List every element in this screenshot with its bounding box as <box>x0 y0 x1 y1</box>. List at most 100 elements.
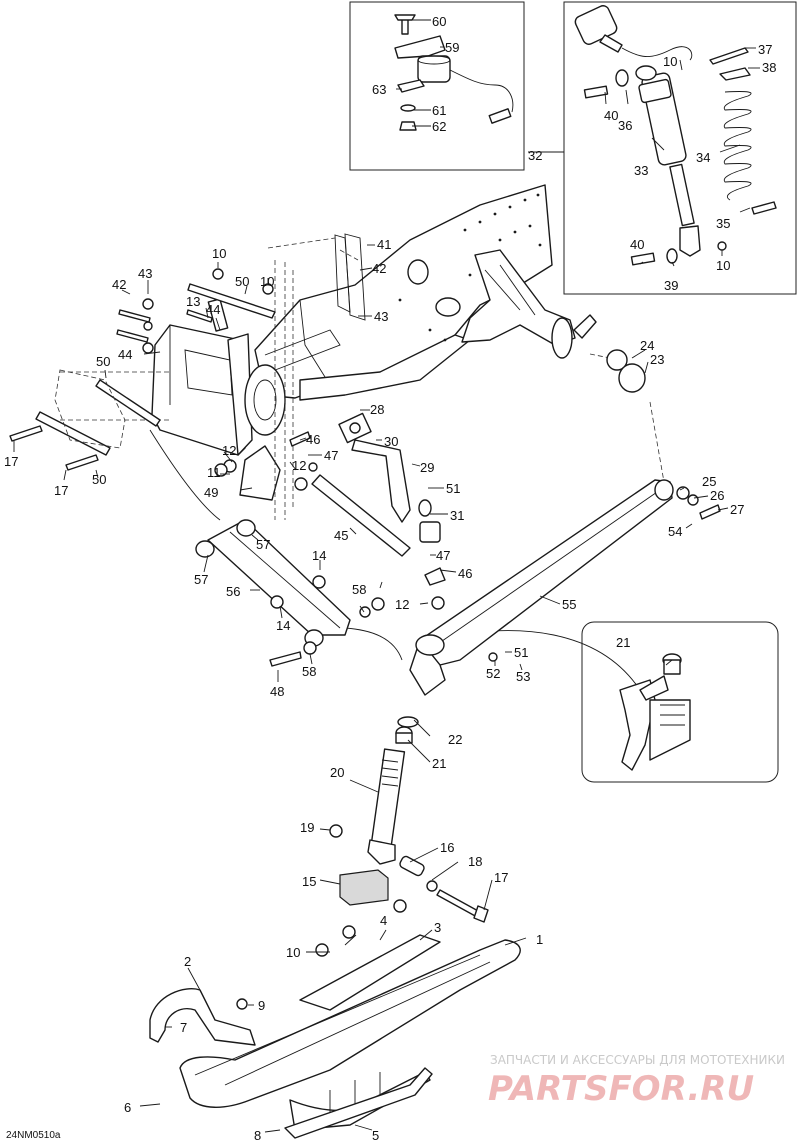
leader-lines <box>13 19 760 1133</box>
callout-42-left: 42 <box>112 277 126 292</box>
callout-3: 3 <box>434 920 441 935</box>
callout-17-ski: 17 <box>494 870 508 885</box>
callout-62: 62 <box>432 119 446 134</box>
callout-23: 23 <box>650 352 664 367</box>
callout-8: 8 <box>254 1128 261 1143</box>
callout-40-bottom: 40 <box>630 237 644 252</box>
callout-14-bottom: 14 <box>276 618 290 633</box>
callout-12-b: 12 <box>292 458 306 473</box>
inset-box-detail <box>581 621 779 783</box>
callout-42-right: 42 <box>372 261 386 276</box>
callout-21: 21 <box>432 756 446 771</box>
callout-50-left: 50 <box>96 354 110 369</box>
callout-12-a: 12 <box>222 443 236 458</box>
callout-34: 34 <box>696 150 710 165</box>
callout-2: 2 <box>184 954 191 969</box>
callout-38: 38 <box>762 60 776 75</box>
callout-46-top: 46 <box>306 432 320 447</box>
ski-cushion <box>339 869 389 906</box>
ski-saddle <box>299 934 441 1011</box>
drawing-reference-code: 24NM0510a <box>6 1130 61 1141</box>
callout-17-a: 17 <box>4 454 18 469</box>
callout-33: 33 <box>634 163 648 178</box>
callout-27: 27 <box>730 502 744 517</box>
nuts-misc <box>142 268 699 1010</box>
callout-35: 35 <box>716 216 730 231</box>
callout-50-bottom: 50 <box>92 472 106 487</box>
callout-10-shock-bottom: 10 <box>716 258 730 273</box>
callout-22: 22 <box>448 732 462 747</box>
callout-28: 28 <box>370 402 384 417</box>
callout-31: 31 <box>450 508 464 523</box>
callout-51-top: 51 <box>446 481 460 496</box>
callout-53: 53 <box>516 669 530 684</box>
callout-9: 9 <box>258 998 265 1013</box>
callout-11: 11 <box>207 465 221 480</box>
inset-box-shock <box>563 1 797 295</box>
watermark-logo: PARTSFOR.RU <box>488 1069 754 1109</box>
wear-bar <box>284 1067 433 1139</box>
callout-32: 32 <box>528 148 542 163</box>
callout-15: 15 <box>302 874 316 889</box>
detail-ski-leg <box>619 653 691 771</box>
callout-16: 16 <box>440 840 454 855</box>
callout-10-frame-right: 10 <box>260 274 274 289</box>
callout-7: 7 <box>180 1020 187 1035</box>
callout-18: 18 <box>468 854 482 869</box>
callout-57-right: 57 <box>256 537 270 552</box>
callout-26: 26 <box>710 488 724 503</box>
callout-58-top: 58 <box>352 582 366 597</box>
steering-rods <box>311 412 441 557</box>
callout-63: 63 <box>372 82 386 97</box>
callout-37: 37 <box>758 42 772 57</box>
callout-30: 30 <box>384 434 398 449</box>
callout-57-left: 57 <box>194 572 208 587</box>
front-bracket-assembly <box>151 298 286 501</box>
callout-10-shock-top: 10 <box>663 54 677 69</box>
ski-bolt-stack <box>399 855 489 923</box>
callout-20: 20 <box>330 765 344 780</box>
routing-arc-upper <box>149 429 221 521</box>
callout-47-top: 47 <box>324 448 338 463</box>
callout-14-top: 14 <box>312 548 326 563</box>
trailing-arm <box>409 479 674 696</box>
coil-spring <box>723 91 752 201</box>
callout-25: 25 <box>702 474 716 489</box>
callout-1: 1 <box>536 932 543 947</box>
callout-54: 54 <box>668 524 682 539</box>
callout-19: 19 <box>300 820 314 835</box>
callout-45: 45 <box>334 528 348 543</box>
callout-36: 36 <box>618 118 632 133</box>
links-and-shield <box>35 233 366 456</box>
callout-59: 59 <box>445 40 459 55</box>
shock-absorber-assembly <box>574 5 777 266</box>
lower-arm <box>195 519 351 647</box>
watermark-tagline: ЗАПЧАСТИ И АКСЕССУАРЫ ДЛЯ МОТОТЕХНИКИ <box>490 1053 785 1067</box>
callout-58-bottom: 58 <box>302 664 316 679</box>
callout-41: 41 <box>377 237 391 252</box>
callout-47-bottom: 47 <box>436 548 450 563</box>
spindle <box>367 716 419 865</box>
callout-4: 4 <box>380 913 387 928</box>
callout-13: 13 <box>186 294 200 309</box>
callout-40-top: 40 <box>604 108 618 123</box>
callout-39: 39 <box>664 278 678 293</box>
callout-50-top: 50 <box>235 274 249 289</box>
callout-17-b: 17 <box>54 483 68 498</box>
shock-mount-bracket <box>461 249 597 359</box>
callout-10-frame-left: 10 <box>212 246 226 261</box>
callout-61: 61 <box>432 103 446 118</box>
callout-52: 52 <box>486 666 500 681</box>
callout-55: 55 <box>562 597 576 612</box>
callout-44-top: 44 <box>206 302 220 317</box>
routing-arc-mid <box>344 627 403 661</box>
callout-51-bottom: 51 <box>514 645 528 660</box>
inset-box-sensor <box>349 1 525 171</box>
callout-numbers: 1 2 3 4 5 6 7 8 9 10 10 10 10 10 11 12 1… <box>4 14 776 1143</box>
callout-29: 29 <box>420 460 434 475</box>
callout-44-left: 44 <box>118 347 132 362</box>
left-bolts <box>9 309 721 667</box>
callout-5: 5 <box>372 1128 379 1143</box>
callout-12-c: 12 <box>395 597 409 612</box>
